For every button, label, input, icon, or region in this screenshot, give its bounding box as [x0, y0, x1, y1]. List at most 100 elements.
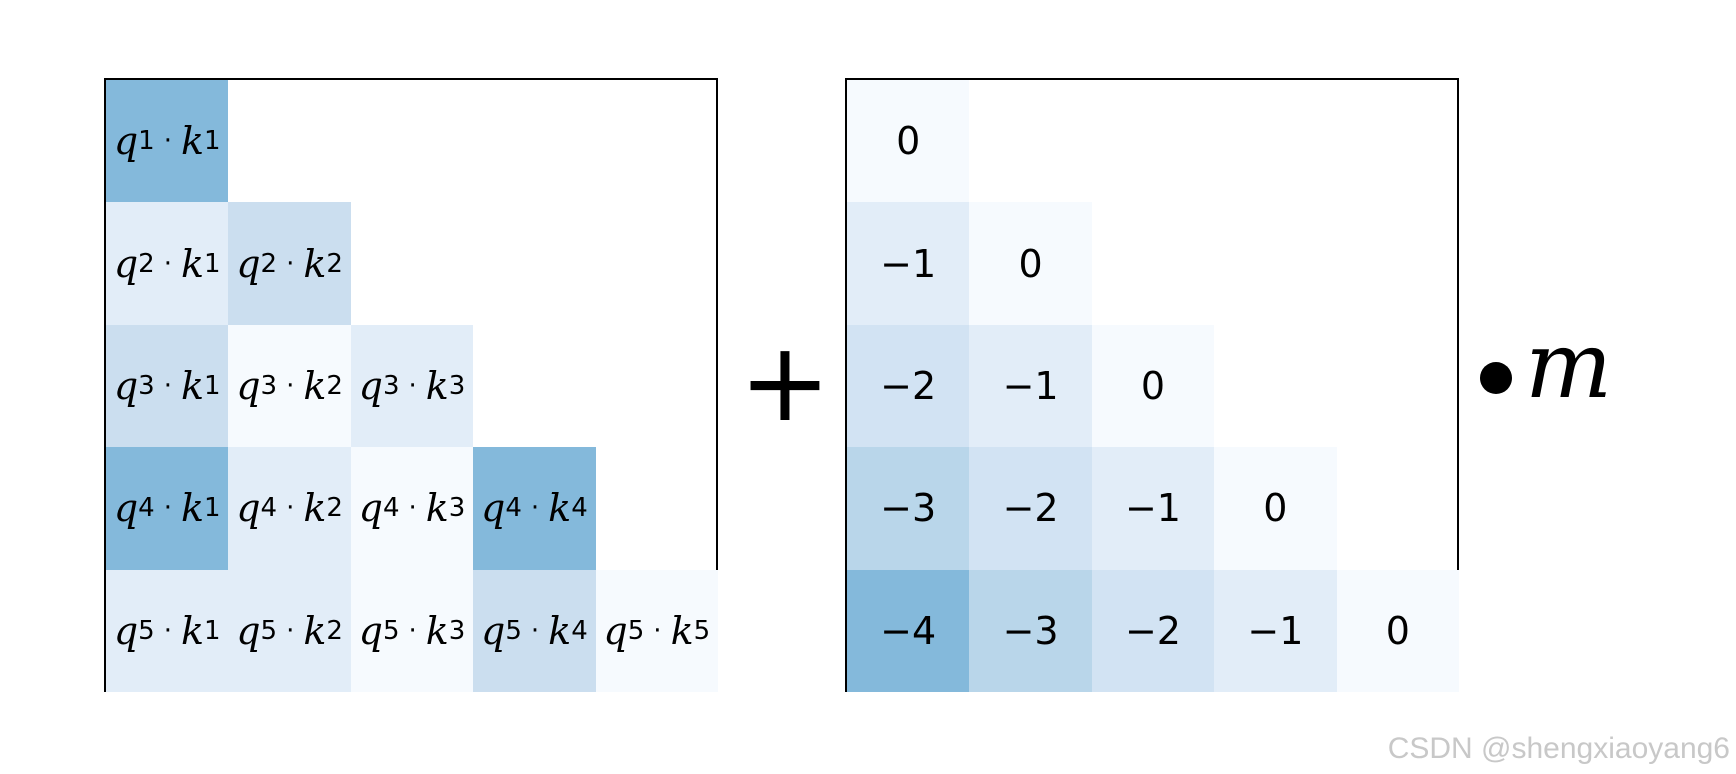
q-symbol: q: [113, 241, 139, 286]
k-subscript: 2: [326, 370, 343, 401]
k-symbol: k: [670, 608, 694, 653]
dot-operator: ·: [408, 615, 417, 646]
bias-cell-3-1: −2: [847, 324, 970, 448]
bias-cell-2-1: −1: [847, 202, 970, 325]
q-symbol: q: [358, 363, 383, 408]
dot-operator: ·: [286, 248, 295, 279]
bias-cell-4-2: −2: [969, 447, 1092, 570]
dot-operator: ·: [163, 126, 172, 157]
k-symbol: k: [303, 363, 327, 408]
dot-operator: ·: [653, 615, 662, 646]
scalar-m-label: m: [1525, 312, 1613, 419]
k-symbol: k: [303, 608, 327, 653]
k-subscript: 1: [204, 370, 221, 401]
multiply-dot-icon: [1480, 362, 1512, 394]
k-symbol: k: [425, 486, 449, 531]
bias-cell-3-3: 0: [1091, 324, 1215, 448]
q-symbol: q: [113, 608, 139, 653]
plus-operator: +: [738, 318, 832, 446]
q-symbol: q: [113, 363, 139, 408]
q-subscript: 5: [260, 615, 278, 646]
q-symbol: q: [603, 608, 628, 653]
q-symbol: q: [481, 608, 506, 653]
k-symbol: k: [303, 241, 327, 286]
k-subscript: 1: [204, 248, 221, 279]
k-subscript: 2: [326, 615, 343, 646]
q-subscript: 4: [505, 493, 522, 524]
bias-cell-3-2: −1: [969, 324, 1092, 448]
q-subscript: 5: [138, 615, 155, 646]
dot-operator: ·: [286, 493, 295, 524]
bias-cell-4-3: −1: [1091, 447, 1215, 570]
q-subscript: 2: [260, 248, 278, 279]
bias-cell-4-1: −3: [847, 447, 970, 570]
q-symbol: q: [113, 486, 139, 531]
dot-operator: ·: [163, 493, 172, 524]
k-subscript: 3: [448, 493, 466, 524]
q-subscript: 4: [260, 493, 278, 524]
bias-cell-5-2: −3: [969, 569, 1092, 692]
bias-cell-5-3: −2: [1091, 569, 1215, 692]
k-subscript: 5: [693, 615, 711, 646]
q-subscript: 3: [260, 370, 278, 401]
k-subscript: 1: [204, 126, 221, 157]
q-subscript: 4: [138, 493, 155, 524]
k-subscript: 3: [448, 370, 466, 401]
k-symbol: k: [180, 241, 204, 286]
k-subscript: 2: [326, 248, 343, 279]
bias-cell-1-1: 0: [847, 80, 970, 203]
q-symbol: q: [358, 608, 383, 653]
q-symbol: q: [113, 119, 139, 164]
k-subscript: 4: [571, 493, 588, 524]
q-symbol: q: [481, 486, 506, 531]
k-subscript: 4: [571, 615, 588, 646]
k-symbol: k: [180, 363, 204, 408]
dot-operator: ·: [163, 248, 172, 279]
dot-operator: ·: [408, 493, 417, 524]
bias-cell-5-5: 0: [1336, 569, 1459, 692]
q-subscript: 3: [138, 370, 155, 401]
q-subscript: 1: [138, 126, 155, 157]
k-symbol: k: [548, 608, 572, 653]
q-symbol: q: [236, 363, 261, 408]
k-subscript: 1: [204, 493, 221, 524]
bias-cell-5-4: −1: [1214, 569, 1337, 692]
bias-cell-5-1: −4: [847, 569, 970, 692]
q-symbol: q: [236, 486, 261, 531]
q-symbol: q: [236, 608, 261, 653]
dot-operator: ·: [286, 615, 295, 646]
q-symbol: q: [236, 241, 261, 286]
k-symbol: k: [180, 486, 204, 531]
k-symbol: k: [180, 608, 204, 653]
dot-operator: ·: [530, 615, 540, 646]
q-symbol: q: [358, 486, 383, 531]
q-subscript: 5: [505, 615, 522, 646]
k-symbol: k: [303, 486, 327, 531]
k-subscript: 2: [326, 493, 343, 524]
q-subscript: 5: [627, 615, 645, 646]
k-symbol: k: [180, 119, 204, 164]
q-subscript: 3: [382, 370, 400, 401]
q-subscript: 4: [382, 493, 400, 524]
k-subscript: 3: [448, 615, 466, 646]
dot-operator: ·: [530, 493, 540, 524]
q-subscript: 2: [138, 248, 155, 279]
dot-operator: ·: [163, 615, 172, 646]
k-symbol: k: [425, 608, 449, 653]
dot-operator: ·: [408, 370, 417, 401]
k-symbol: k: [425, 363, 449, 408]
